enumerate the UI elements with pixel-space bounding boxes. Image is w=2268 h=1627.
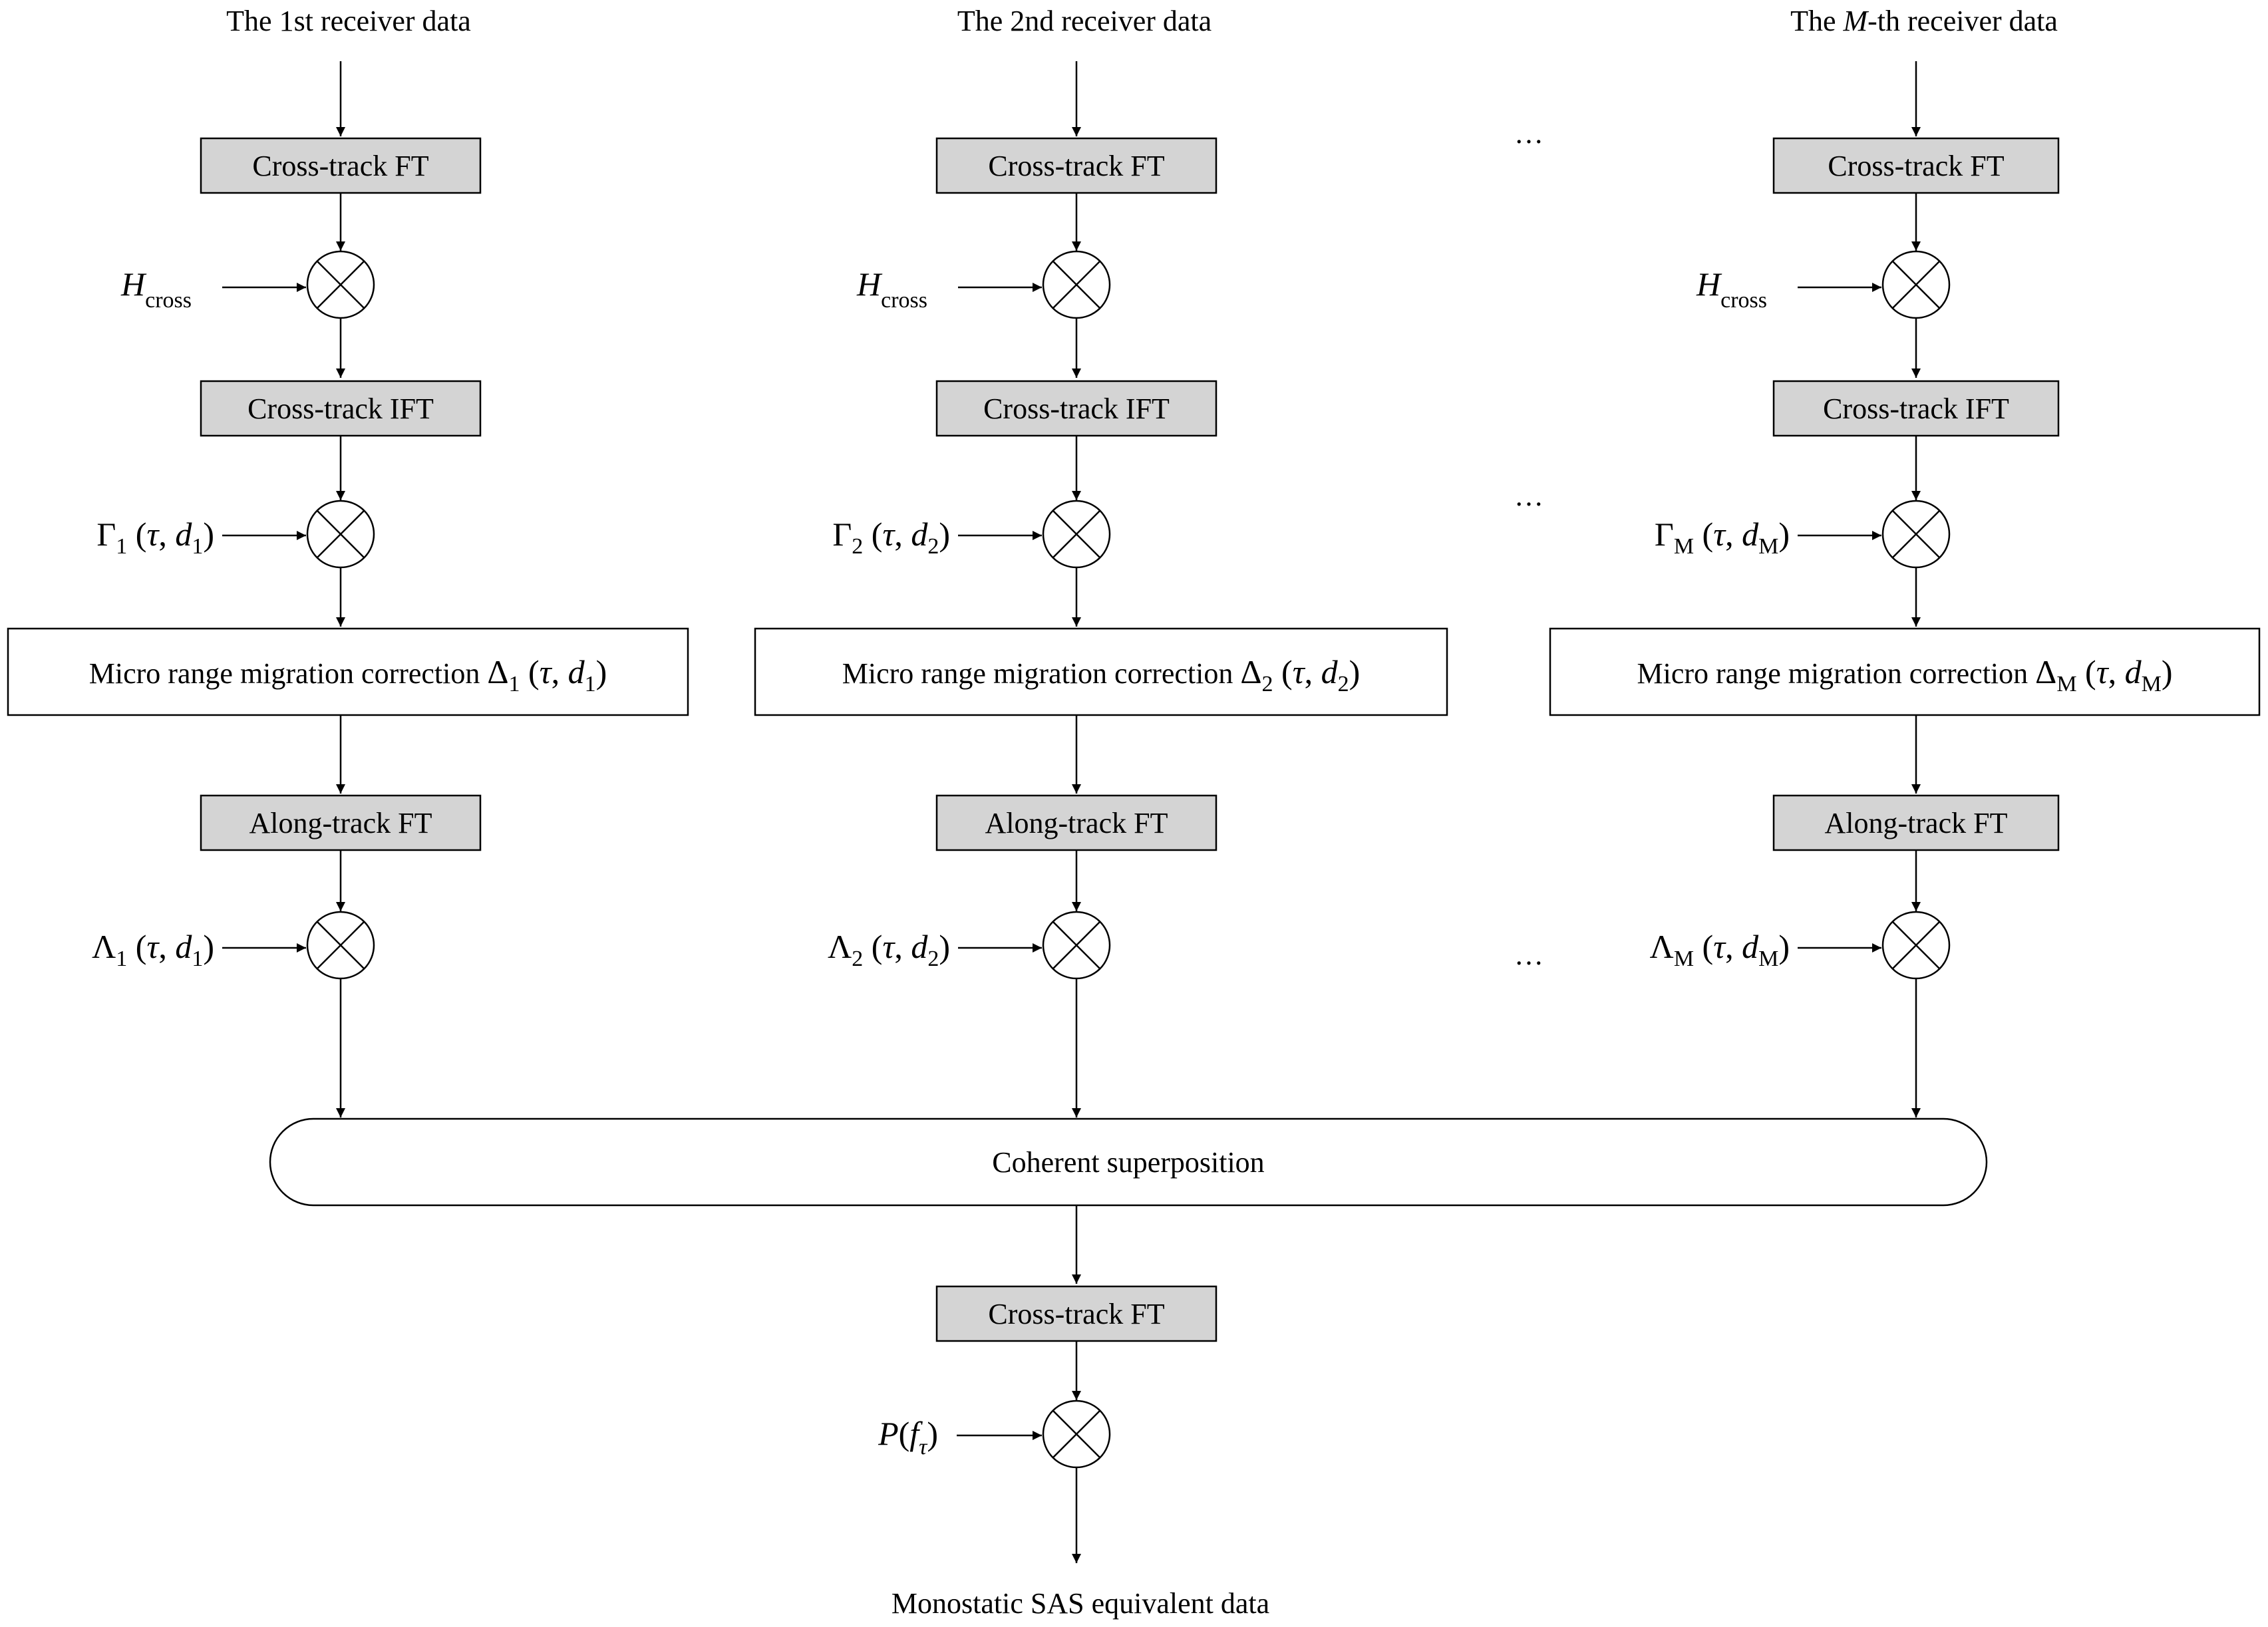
multiplier-cross-b — [1891, 260, 1941, 309]
multiplier-cross-b — [1891, 510, 1941, 559]
cross-track-ift-block-rect — [1772, 380, 2060, 437]
micro-range-migration-block: Micro range migration correction ΔM (τ, … — [1549, 627, 2261, 716]
cross-track-ift-block: Cross-track IFT — [1772, 380, 2060, 437]
ellipsis: … — [1514, 939, 1543, 971]
along-track-ft-block-label: Along-track FT — [249, 807, 432, 839]
along-track-ft-block-label: Along-track FT — [985, 807, 1168, 839]
gamma-filter-label: Γ2 (τ, d2) — [832, 516, 950, 559]
gamma-filter-label: ΓM (τ, dM) — [1655, 516, 1790, 559]
multiplier-lambda — [1881, 911, 1951, 980]
h-cross-label: Hcross — [856, 265, 927, 313]
final-cross-track-ft-block: Cross-track FT — [935, 1285, 1217, 1342]
multiplier-gamma — [1881, 500, 1951, 569]
multiplier-cross-b — [1891, 921, 1941, 970]
along-track-ft-block: Along-track FT — [1772, 794, 2060, 851]
cross-track-ift-block: Cross-track IFT — [935, 380, 1217, 437]
cross-track-ft-block: Cross-track FT — [1772, 137, 2060, 194]
multiplier-cross-b — [316, 921, 365, 970]
multiplier-gamma — [306, 500, 375, 569]
multiplier-lambda — [1042, 911, 1111, 980]
micro-range-migration-block: Micro range migration correction Δ1 (τ, … — [7, 627, 689, 716]
multiplier-cross-b — [1052, 1409, 1101, 1459]
h-cross-label: Hcross — [1696, 265, 1767, 313]
multiplier-cross-b — [316, 510, 365, 559]
multiplier-cross-b — [1052, 260, 1101, 309]
ellipsis: … — [1514, 117, 1543, 150]
multiplier-cross-b — [1052, 510, 1101, 559]
micro-range-migration-label: Micro range migration correction ΔM (τ, … — [1637, 653, 2172, 696]
along-track-ft-block: Along-track FT — [200, 794, 482, 851]
cross-track-ift-block-label: Cross-track IFT — [247, 392, 434, 425]
multiplier-cross-b — [316, 260, 365, 309]
along-track-ft-block: Along-track FT — [935, 794, 1217, 851]
cross-track-ft-block-label: Cross-track FT — [988, 150, 1164, 182]
micro-range-migration-rect — [7, 627, 689, 716]
cross-track-ft-block-rect — [1772, 137, 2060, 194]
receiver-input-label: The 2nd receiver data — [957, 5, 1212, 37]
cross-track-ft-block-label: Cross-track FT — [1828, 150, 2004, 182]
micro-range-migration-rect — [754, 627, 1448, 716]
cross-track-ft-block-label: Cross-track FT — [252, 150, 428, 182]
p-filter-label: P(fτ) — [878, 1415, 938, 1459]
output-label: Monostatic SAS equivalent data — [891, 1587, 1269, 1620]
final-cross-track-ft-block-label: Cross-track FT — [988, 1298, 1164, 1330]
multiplier-cross-b — [1052, 921, 1101, 970]
multiplier-h-cross — [306, 250, 375, 319]
final-cross-track-ft-block-rect — [935, 1285, 1217, 1342]
multiplier-h-cross — [1881, 250, 1951, 319]
along-track-ft-block-rect — [200, 794, 482, 851]
micro-range-migration-rect — [1549, 627, 2261, 716]
along-track-ft-block-rect — [1772, 794, 2060, 851]
lambda-filter-label: Λ2 (τ, d2) — [828, 928, 950, 971]
micro-range-migration-label: Micro range migration correction Δ2 (τ, … — [842, 653, 1361, 696]
multiplier-gamma — [1042, 500, 1111, 569]
multiplier-p — [1042, 1400, 1111, 1469]
cross-track-ft-block: Cross-track FT — [200, 137, 482, 194]
micro-range-migration-label: Micro range migration correction Δ1 (τ, … — [89, 653, 607, 696]
coherent-superposition-block: Coherent superposition — [269, 1117, 1988, 1207]
receiver-input-label: The M-th receiver data — [1790, 5, 2058, 37]
lambda-filter-label: ΛM (τ, dM) — [1650, 928, 1790, 971]
multiplier-h-cross — [1042, 250, 1111, 319]
lambda-filter-label: Λ1 (τ, d1) — [92, 928, 214, 971]
cross-track-ift-block-label: Cross-track IFT — [983, 392, 1170, 425]
multiplier-lambda — [306, 911, 375, 980]
h-cross-label: Hcross — [120, 265, 192, 313]
cross-track-ift-block: Cross-track IFT — [200, 380, 482, 437]
cross-track-ft-block: Cross-track FT — [935, 137, 1217, 194]
cross-track-ift-block-rect — [935, 380, 1217, 437]
gamma-filter-label: Γ1 (τ, d1) — [96, 516, 214, 559]
micro-range-migration-block: Micro range migration correction Δ2 (τ, … — [754, 627, 1448, 716]
cross-track-ift-block-label: Cross-track IFT — [1823, 392, 2009, 425]
ellipsis: … — [1514, 480, 1543, 512]
coherent-superposition-label: Coherent superposition — [992, 1146, 1264, 1179]
receiver-input-label: The 1st receiver data — [226, 5, 471, 37]
along-track-ft-block-rect — [935, 794, 1217, 851]
coherent-superposition-rect — [269, 1117, 1988, 1207]
along-track-ft-block-label: Along-track FT — [1825, 807, 2008, 839]
